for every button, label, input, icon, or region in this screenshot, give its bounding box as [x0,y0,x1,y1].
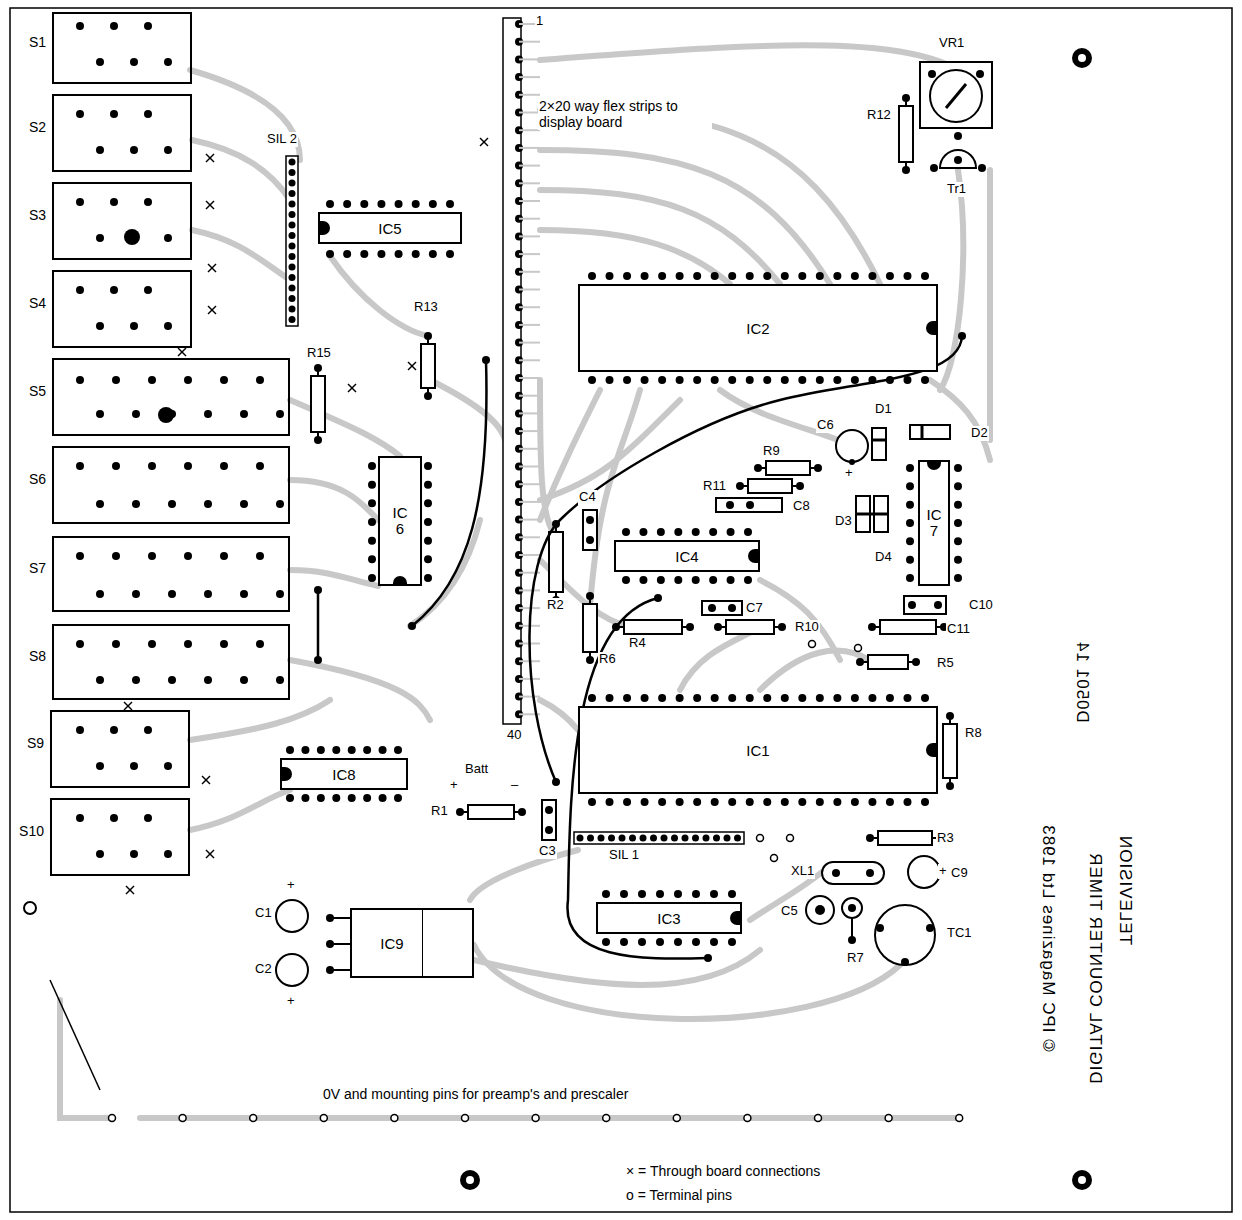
component-label: R12 [866,108,892,123]
pin1-notch [393,576,407,584]
component-label: R10 [794,620,820,635]
component-label: + [938,864,948,879]
ic-package: IC9 [350,908,474,978]
ic-package: IC3 [596,902,742,934]
component-label: R2 [546,598,565,613]
component-label: + [286,878,296,893]
component-label: C11 [946,622,971,637]
switch-outline: S4 [52,270,192,348]
ic-label: IC4 [673,548,700,565]
component-label: C10 [968,598,994,613]
component-label: R1 [430,804,449,819]
board-note: 0V and mounting pins for preamp's and pr… [322,1086,629,1102]
switch-label: S6 [29,471,46,487]
component-label: Batt [464,762,489,777]
ic-label: IC7 [922,507,946,539]
component-label: R6 [598,652,617,667]
mirrored-board-title: DIGITAL COUNTER TIMER [1085,852,1105,1083]
pin1-notch [926,321,936,335]
component-label: TC1 [946,926,973,941]
mirrored-board-title: © IPC Magazines Ltd 1983 [1038,824,1058,1051]
component-label: D2 [970,426,989,441]
component-label: D4 [874,550,893,565]
switch-label: S2 [29,119,46,135]
ic-label: IC2 [744,320,771,337]
board-note: o = Terminal pins [625,1187,733,1203]
mirrored-board-title: TELEVISION [1115,835,1135,945]
component-label: + [286,994,296,1009]
ic-package: IC6 [378,456,422,586]
switch-outline: S10 [50,798,190,876]
switch-label: S10 [19,823,44,839]
component-label: C4 [578,490,597,505]
switch-label: S1 [29,34,46,50]
component-label: C3 [538,844,557,859]
ic-package: IC5 [318,212,462,244]
component-label: R15 [306,346,332,361]
heatsink-divider [422,910,423,976]
component-label: R7 [846,951,865,966]
component-label: D1 [874,402,893,417]
component-label: Tr1 [946,182,967,197]
ic-package: IC2 [578,284,938,372]
mirrored-board-title: D0501 14 [1072,641,1092,723]
component-label: + [844,466,854,481]
component-label: SIL 1 [608,848,640,863]
switch-label: S3 [29,207,46,223]
component-label: R5 [936,656,955,671]
switch-outline: S8 [52,624,290,700]
ic-package: IC8 [280,758,408,790]
ic-label: IC1 [744,742,771,759]
ic-label: IC9 [378,935,405,952]
pin1-notch [730,911,740,925]
component-label: C5 [780,904,799,919]
ic-label: IC5 [376,220,403,237]
switch-label: S5 [29,383,46,399]
component-label: C6 [816,418,835,433]
switch-label: S8 [29,648,46,664]
ic-package: IC7 [918,460,950,586]
component-label: D3 [834,514,853,529]
component-label: C1 [254,906,273,921]
component-label: R9 [762,444,781,459]
ic-label: IC6 [388,505,412,537]
component-label: C9 [950,866,969,881]
component-label: + [449,778,459,793]
component-label: R8 [964,726,983,741]
ic-package: IC4 [614,540,760,572]
pin1-notch [927,462,941,470]
pin1-notch [748,549,758,563]
pin1-notch [320,221,330,235]
component-label: 40 [506,728,522,743]
switch-label: S9 [27,735,44,751]
component-label: C8 [792,499,811,514]
board-note: × = Through board connections [625,1163,821,1179]
component-label: R11 [702,479,727,494]
component-label: R13 [413,300,439,315]
ic-label: IC3 [655,910,682,927]
component-label: VR1 [938,36,965,51]
switch-outline: S6 [52,446,290,524]
switch-outline: S5 [52,358,290,436]
component-label: – [510,778,519,793]
component-label: XL1 [790,864,815,879]
pin1-notch [282,767,292,781]
switch-outline: S1 [52,12,192,84]
pin1-notch [926,743,936,757]
switch-outline: S2 [52,94,192,172]
switch-label: S4 [29,295,46,311]
switch-outline: S9 [50,710,190,788]
component-label: R3 [936,831,955,846]
switch-label: S7 [29,560,46,576]
switch-outline: S3 [52,182,192,260]
component-label: 1 [535,14,544,29]
component-label: C2 [254,962,273,977]
component-label: C7 [745,601,764,616]
switch-outline: S7 [52,536,290,612]
ic-label: IC8 [330,766,357,783]
component-label: R4 [628,636,647,651]
ic-package: IC1 [578,706,938,794]
component-label: SIL 2 [266,132,298,147]
component-label: 2×20 way flex strips to display board [538,98,712,130]
